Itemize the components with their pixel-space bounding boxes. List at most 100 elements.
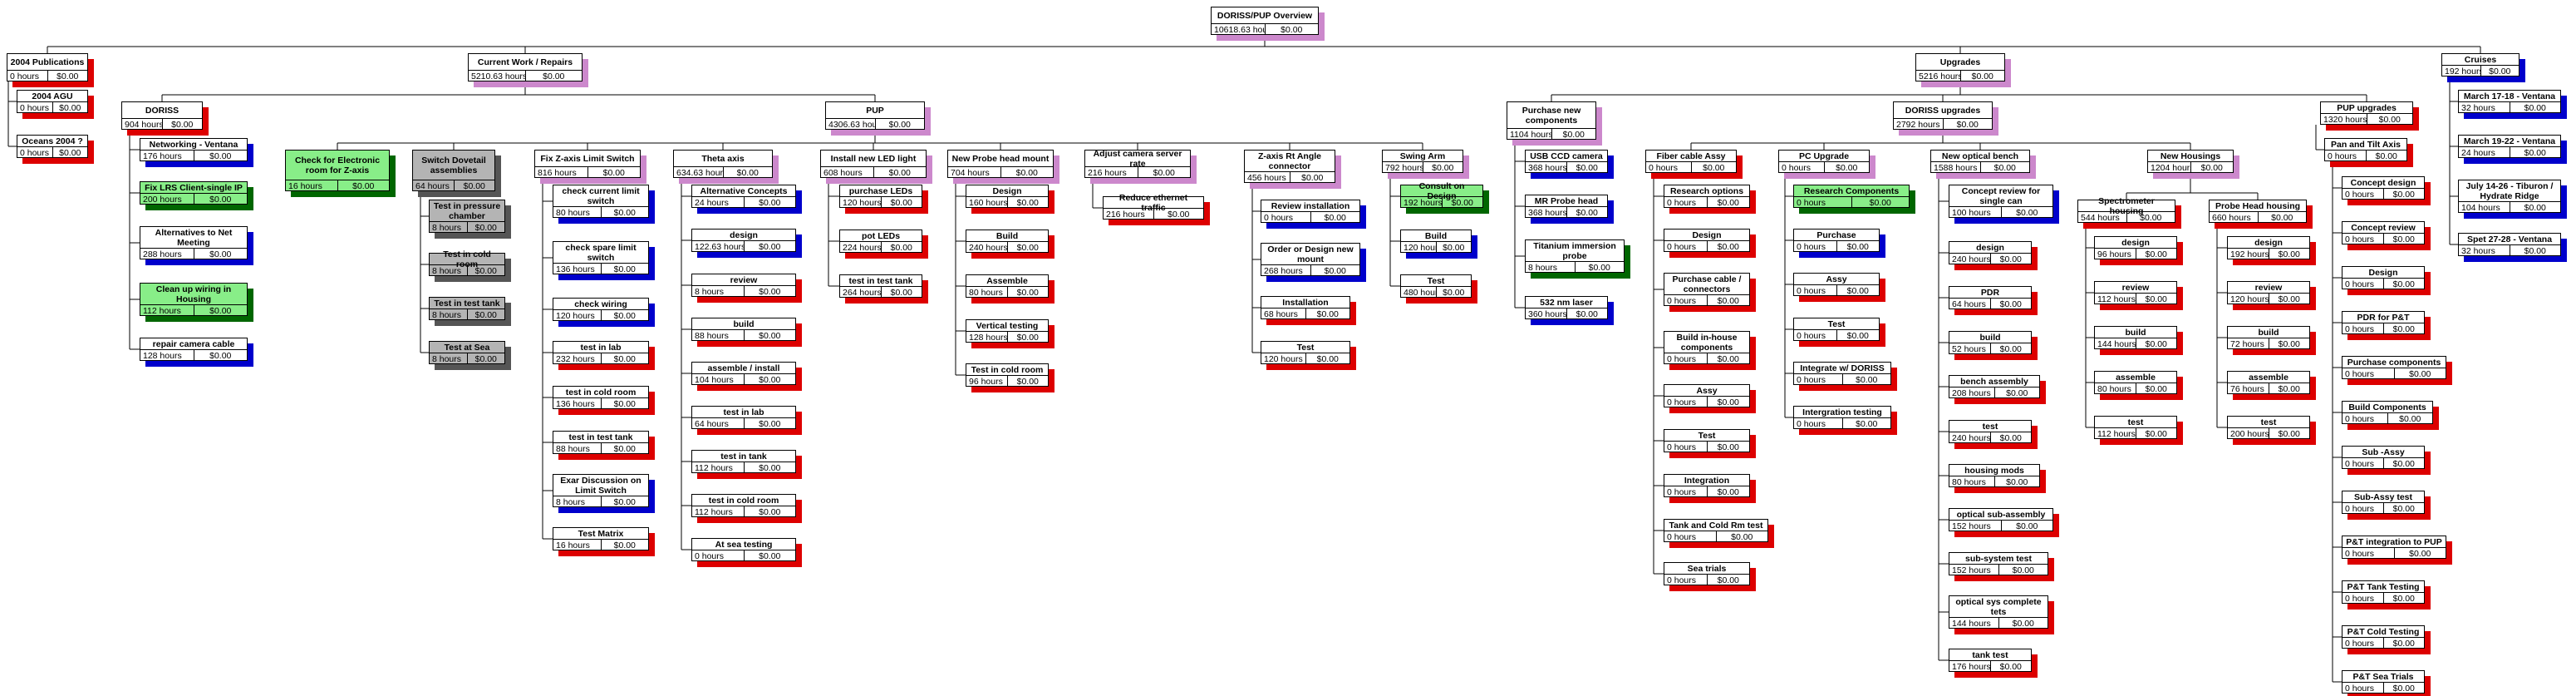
wbs-node-oceans[interactable]: Oceans 2004 ?0 hours$0.00: [17, 135, 88, 158]
